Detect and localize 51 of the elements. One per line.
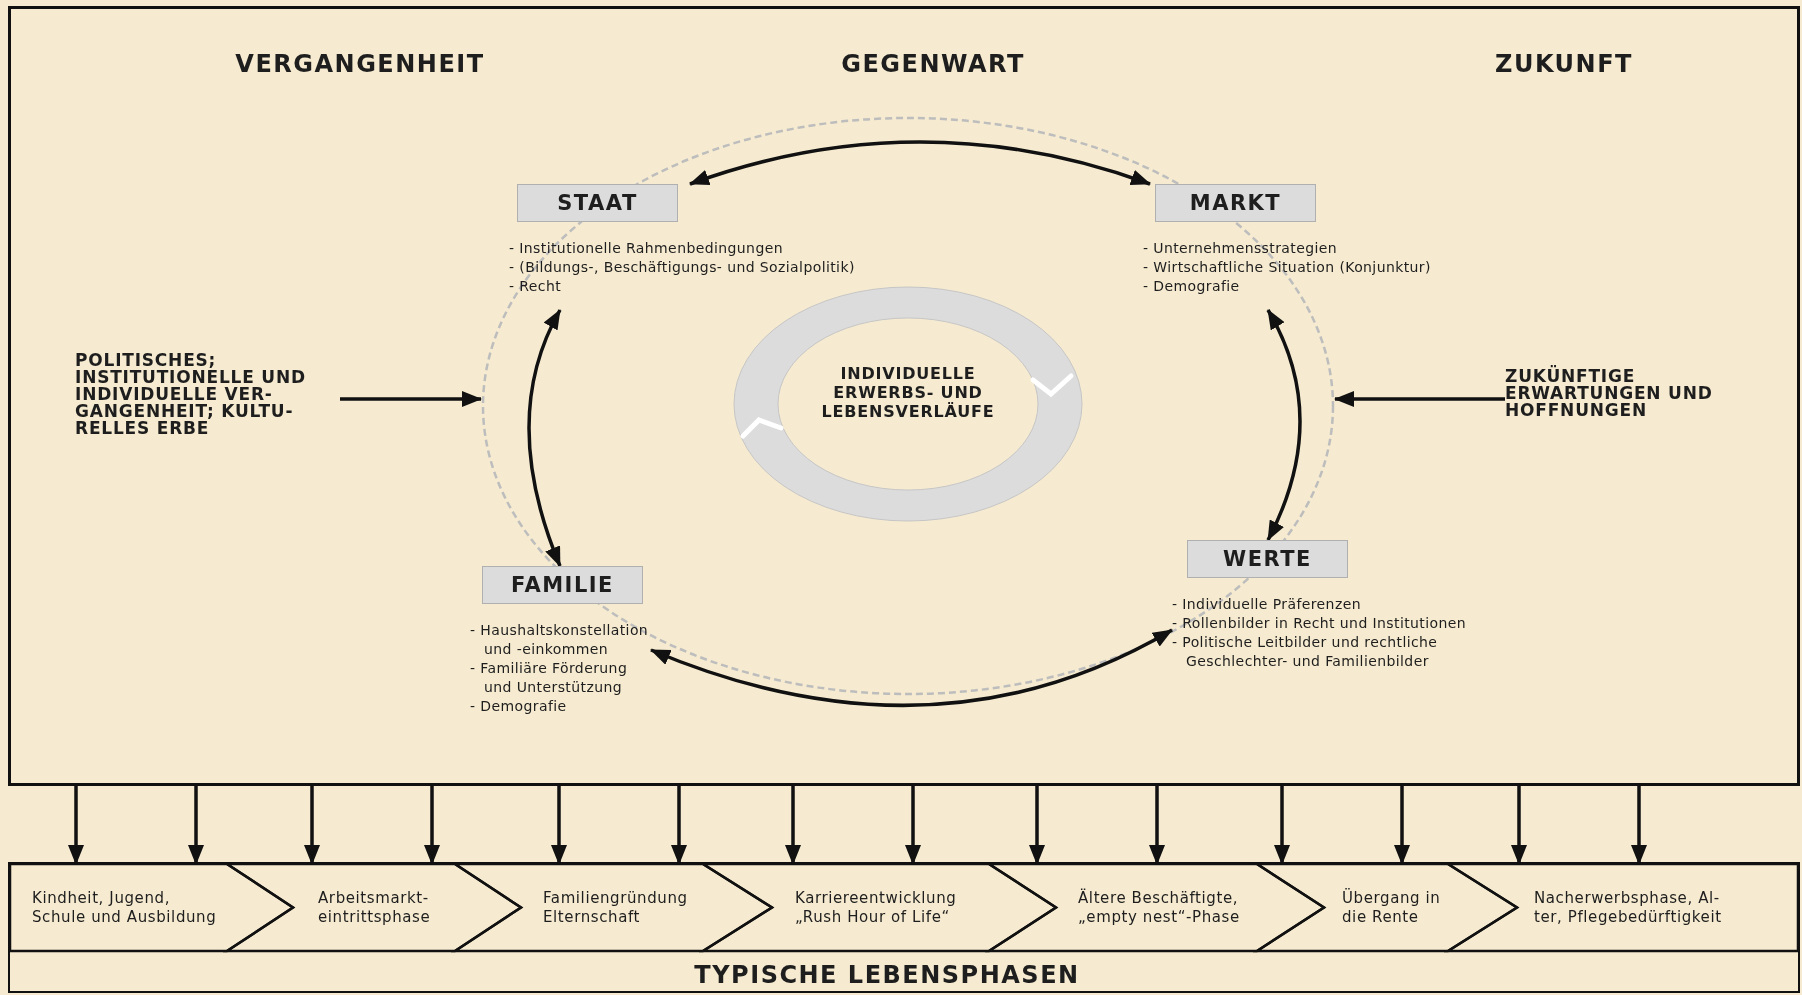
bullet-item: - Haushaltskonstellation und -einkommen [470,621,650,659]
arrow [527,309,562,567]
bullet-item: - Recht [509,277,563,296]
band-frame [8,862,1800,993]
arrow [1149,786,1165,865]
bullet-item: - Individuelle Präferenzen [1172,595,1362,614]
bullet-item: - Wirtschaftliche Situation (Konjunktur) [1143,258,1432,277]
phase-label: Arbeitsmarkt- eintrittsphase [318,888,432,927]
arrow [905,786,921,865]
phase-label: Übergang in die Rente [1342,888,1442,927]
phase-label: Karriereentwicklung „Rush Hour of Life“ [795,888,958,927]
arrow [689,140,1151,186]
bullet-item: - Politische Leitbilder und rechtliche Geschlechter- und Familienbilder [1172,633,1439,671]
arrow [188,786,204,865]
arrow [304,786,320,865]
phase-label: Familiengründung Elternschaft [543,888,689,927]
side-note: POLITISCHES; INSTITUTIONELLE UND INDIVIDUELLE VER- GANGENHEIT; KULTU- RELLES ERBE [75,352,340,437]
bullet-item: - (Bildungs-, Beschäftigungs- und Sozialpolitik) [509,258,856,277]
category-box: MARKT [1155,184,1316,222]
arrow [671,786,687,865]
ring-label: INDIVIDUELLE ERWERBS- UND LEBENSVERLÄUFE [821,364,995,421]
arrow [1334,391,1505,407]
category-box: WERTE [1187,540,1348,578]
arrow [650,628,1173,707]
band-title: TYPISCHE LEBENSPHASEN [693,961,1081,989]
bullet-item: - Demografie [470,697,568,716]
category-box: FAMILIE [482,566,643,604]
panel-frame [8,6,1800,786]
column-heading: VERGANGENHEIT [234,50,486,78]
arrow [68,786,84,865]
arrow [1266,309,1302,541]
bullet-item: - Unternehmensstrategien [1143,239,1339,258]
bullet-item: - Rollenbilder in Recht und Institutionen [1172,614,1468,633]
arrow [1029,786,1045,865]
bullet-item: - Familiäre Förderung und Unterstützung [470,659,629,697]
arrow [785,786,801,865]
arrow [1394,786,1410,865]
phase-label: Kindheit, Jugend, Schule und Ausbildung [32,888,218,927]
phase-label: Nacherwerbsphase, Al- ter, Pflegebedürftigkeit [1534,888,1723,927]
phase-label: Ältere Beschäftigte, „empty nest“-Phase [1078,888,1241,927]
bullet-item: - Institutionelle Rahmenbedingungen [509,239,784,258]
arrow [424,786,440,865]
column-heading: ZUKUNFT [1494,50,1634,78]
arrow [1631,786,1647,865]
arrow [340,391,482,407]
arrow [1274,786,1290,865]
arrow [551,786,567,865]
bullet-item: - Demografie [1143,277,1241,296]
column-heading: GEGENWART [840,50,1026,78]
arrow [1511,786,1527,865]
category-box: STAAT [517,184,678,222]
